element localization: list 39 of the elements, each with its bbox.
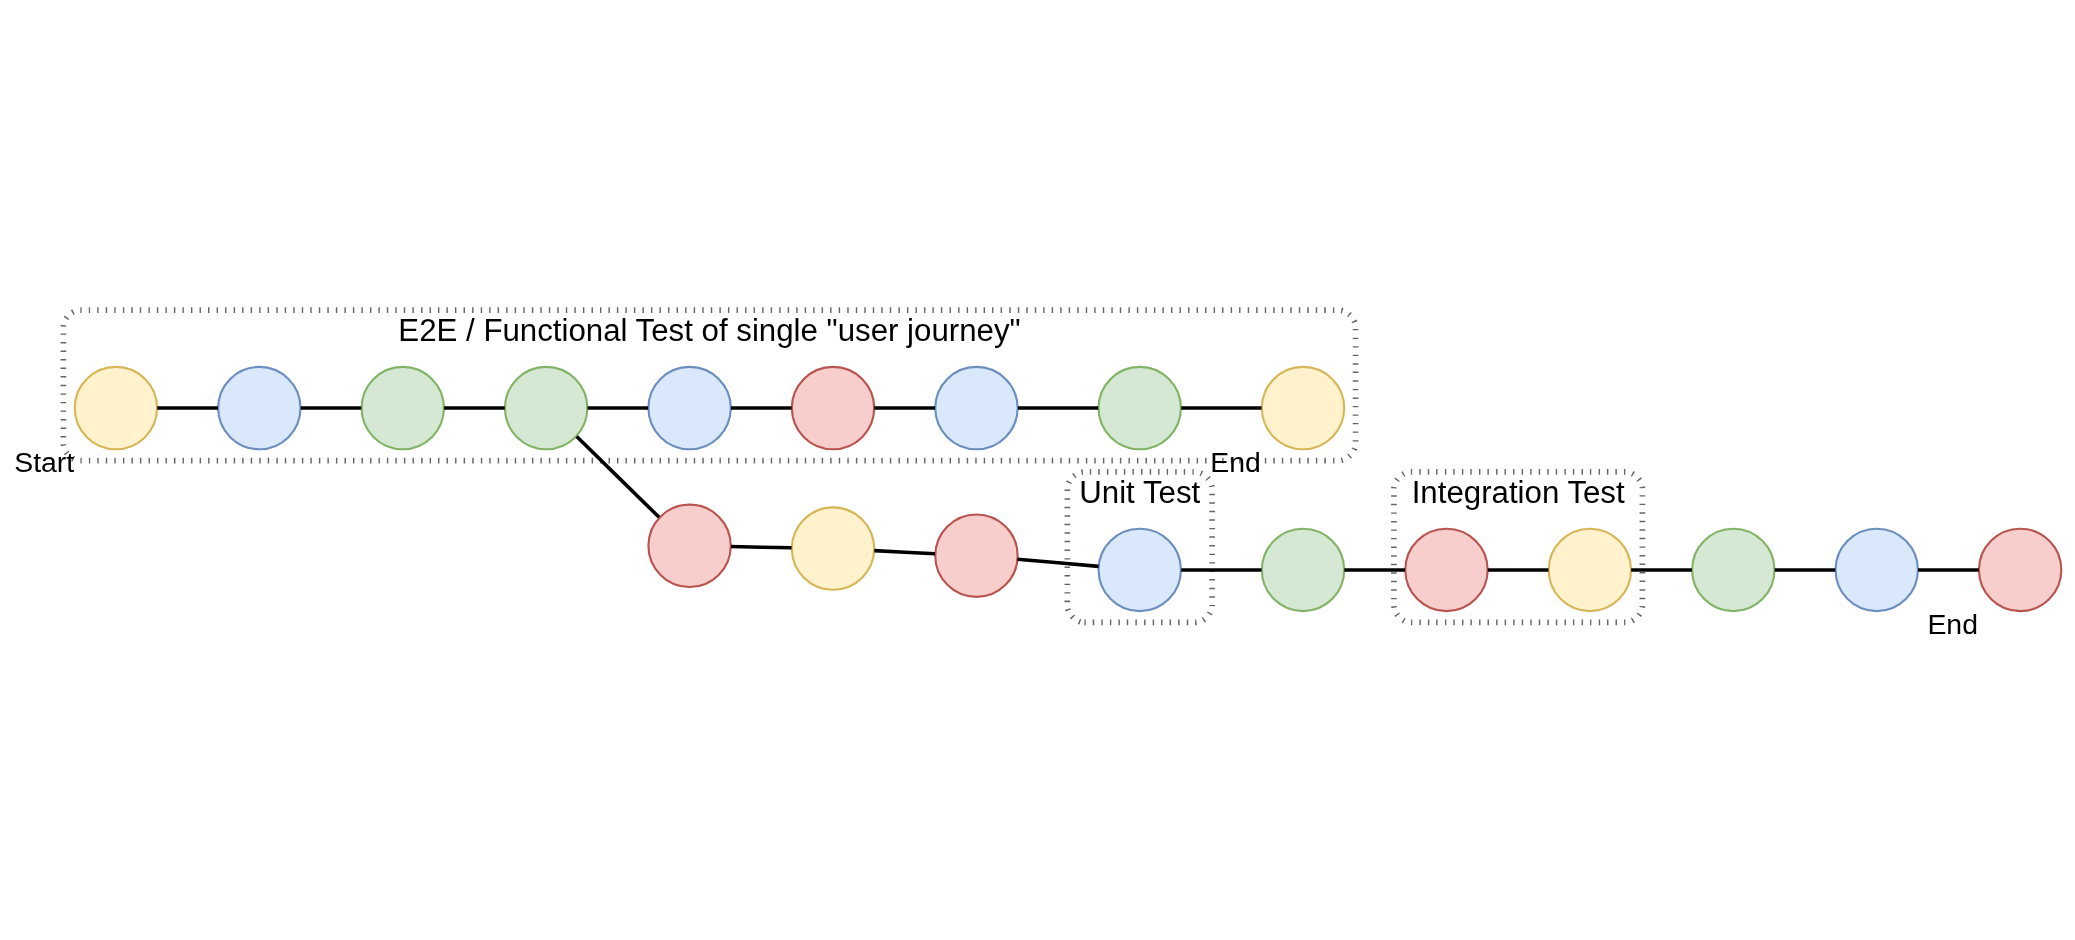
connector	[1181, 567, 1262, 572]
node-circle	[217, 365, 302, 450]
connector	[1017, 556, 1099, 568]
connector	[444, 405, 505, 410]
connector	[1181, 405, 1262, 410]
connector	[874, 548, 936, 555]
connector	[1017, 405, 1099, 410]
node-label: End	[1927, 607, 1978, 640]
node-circle	[1260, 365, 1346, 450]
node-circle	[1547, 527, 1633, 612]
node-circle	[934, 365, 1019, 450]
node-circle	[647, 503, 732, 588]
node-circle	[790, 505, 876, 591]
connector	[730, 544, 792, 550]
connector	[1918, 567, 1979, 572]
connector	[730, 405, 792, 410]
connector	[587, 405, 649, 410]
node-circle	[1834, 527, 1919, 612]
node-circle	[1977, 527, 2063, 612]
node-circle	[503, 365, 589, 450]
node-circle	[360, 365, 445, 450]
node-circle	[934, 512, 1019, 598]
connector	[1631, 567, 1692, 572]
node-circle	[647, 365, 732, 450]
connector	[1344, 567, 1406, 572]
node-circle	[73, 365, 159, 450]
connector	[1774, 567, 1836, 572]
node-circle	[1097, 527, 1182, 612]
node-circle	[1691, 527, 1776, 612]
node-circle	[1404, 527, 1489, 612]
connector	[157, 405, 218, 410]
connector	[874, 405, 935, 410]
connector	[300, 405, 362, 410]
node-circle	[790, 365, 876, 450]
connector	[575, 434, 661, 519]
node-circle	[1097, 365, 1182, 450]
node-circle	[1260, 527, 1346, 612]
connector	[1487, 567, 1549, 572]
cluster: Integration Test	[1391, 468, 1646, 625]
